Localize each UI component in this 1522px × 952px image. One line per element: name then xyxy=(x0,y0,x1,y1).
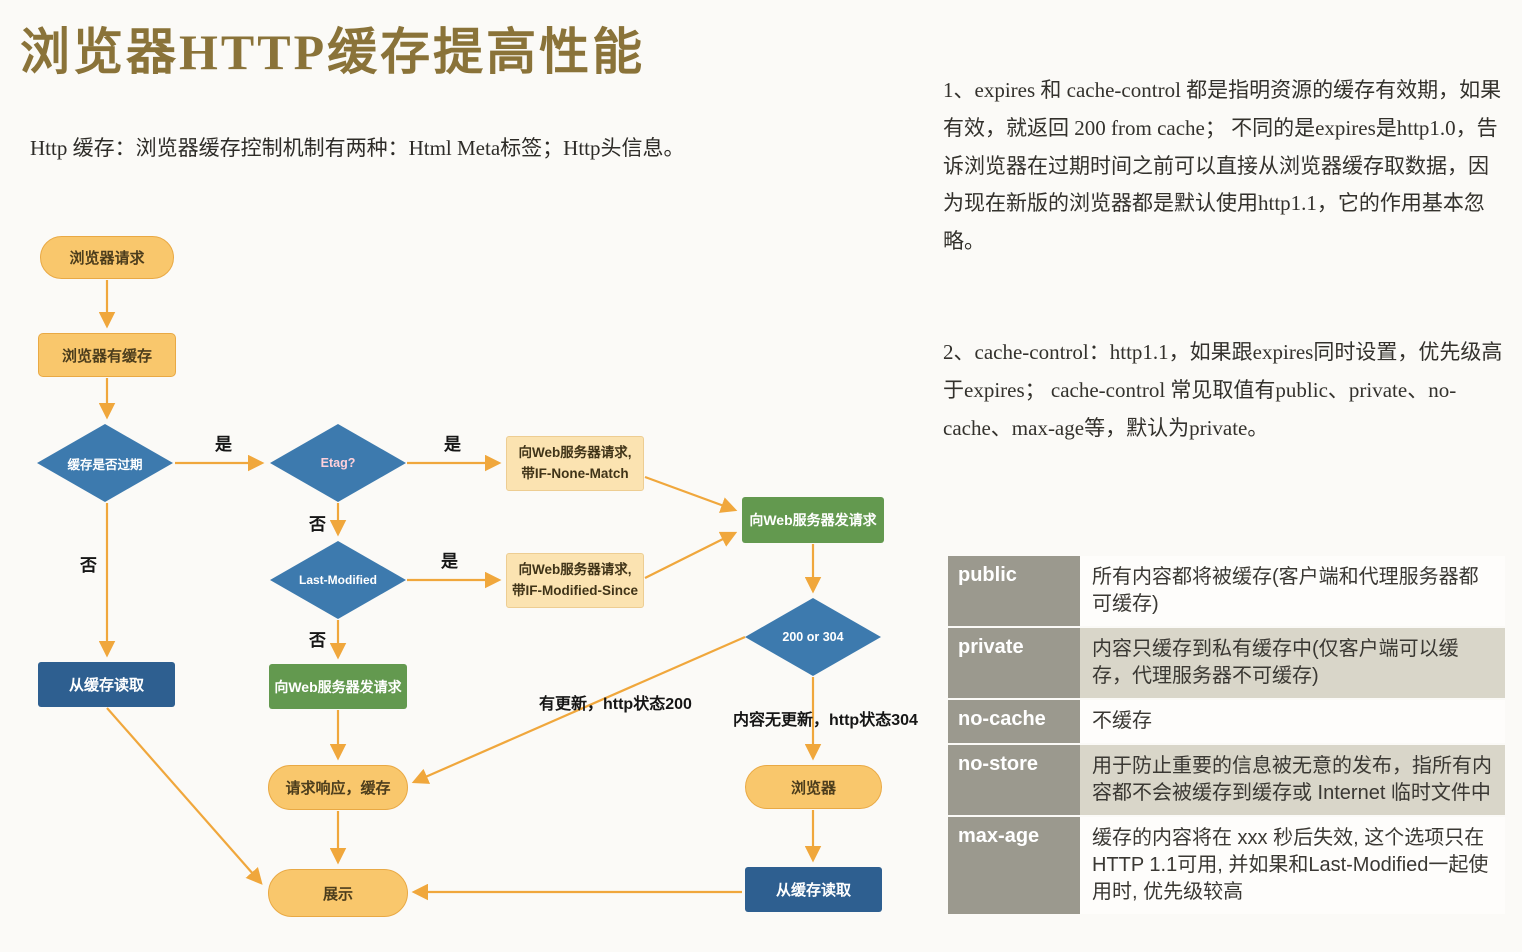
node-request-if-none-match: 向Web服务器请求, 带IF-None-Match xyxy=(506,436,644,491)
request-if-none-match-line1: 向Web服务器请求, xyxy=(518,445,632,461)
page-subtitle: Http 缓存：浏览器缓存控制机制有两种：Html Meta标签；Http头信息… xyxy=(30,136,685,160)
table-key-cell: no-store xyxy=(948,745,1080,817)
node-send-request-right: 向Web服务器发请求 xyxy=(742,497,884,543)
table-value-cell: 内容只缓存到私有缓存中(仅客户端可以缓存，代理服务器不可缓存) xyxy=(1080,628,1505,700)
page-title: 浏览器HTTP缓存提高性能 xyxy=(20,24,646,80)
table-key-cell: no-cache xyxy=(948,700,1080,745)
node-etag-decision: Etag? xyxy=(270,424,406,502)
note-expires: 1、expires 和 cache-control 都是指明资源的缓存有效期，如… xyxy=(943,78,1502,254)
edge-label-no-last-modified: 否 xyxy=(309,631,326,650)
edge-label-yes-expired: 是 xyxy=(215,435,232,454)
table-key-cell: public xyxy=(948,556,1080,628)
node-last-modified-decision: Last-Modified xyxy=(270,541,406,619)
node-read-from-cache-left: 从缓存读取 xyxy=(38,662,175,707)
node-send-request-center: 向Web服务器发请求 xyxy=(269,664,407,709)
table-value-cell: 所有内容都将被缓存(客户端和代理服务器都可缓存) xyxy=(1080,556,1505,628)
edge-label-no-etag: 否 xyxy=(309,515,326,534)
table-key-cell: max-age xyxy=(948,817,1080,916)
table-value-cell: 用于防止重要的信息被无意的发布，指所有内容都不会被缓存到缓存或 Internet… xyxy=(1080,745,1505,817)
request-if-modified-since-line1: 向Web服务器请求, xyxy=(518,562,632,578)
table-value-cell: 缓存的内容将在 xxx 秒后失效, 这个选项只在 HTTP 1.1可用, 并如果… xyxy=(1080,817,1505,916)
request-if-modified-since-line2: 带IF-Modified-Since xyxy=(512,582,638,598)
note-cache-control: 2、cache-control：http1.1，如果跟expires同时设置，优… xyxy=(943,340,1503,440)
node-browser-request: 浏览器请求 xyxy=(40,236,174,279)
edge-label-yes-etag: 是 xyxy=(444,435,461,454)
request-if-none-match-line2: 带IF-None-Match xyxy=(521,465,629,481)
node-browser-has-cache: 浏览器有缓存 xyxy=(38,333,176,377)
node-browser: 浏览器 xyxy=(745,765,882,809)
table-row: max-age 缓存的内容将在 xxx 秒后失效, 这个选项只在 HTTP 1.… xyxy=(948,817,1505,916)
edge-label-updated-200: 有更新，http状态200 xyxy=(539,696,692,713)
table-row: private 内容只缓存到私有缓存中(仅客户端可以缓存，代理服务器不可缓存) xyxy=(948,628,1505,700)
node-request-if-modified-since: 向Web服务器请求, 带IF-Modified-Since xyxy=(506,553,644,608)
node-display: 展示 xyxy=(268,869,408,917)
table-row: no-cache 不缓存 xyxy=(948,700,1505,745)
edge-label-yes-last-modified: 是 xyxy=(441,552,458,571)
table-row: public 所有内容都将被缓存(客户端和代理服务器都可缓存) xyxy=(948,556,1505,628)
table-row: no-store 用于防止重要的信息被无意的发布，指所有内容都不会被缓存到缓存或… xyxy=(948,745,1505,817)
node-cache-expired-decision: 缓存是否过期 xyxy=(37,424,173,502)
arrow-ifmodifiedsince-to-sendrequest-right xyxy=(644,531,738,579)
arrow-readcache-left-to-display xyxy=(106,707,263,885)
cache-control-table: public 所有内容都将被缓存(客户端和代理服务器都可缓存) private … xyxy=(948,556,1505,916)
edge-label-no-expired: 否 xyxy=(80,556,97,575)
arrow-ifnonematch-to-sendrequest-right xyxy=(644,475,738,513)
table-value-cell: 不缓存 xyxy=(1080,700,1505,745)
edge-label-not-updated-304: 内容无更新，http状态304 xyxy=(733,712,918,729)
node-status-200-or-304: 200 or 304 xyxy=(745,598,881,676)
node-read-from-cache-right: 从缓存读取 xyxy=(745,867,882,912)
etag-label: Etag? xyxy=(320,456,356,470)
node-response-and-cache: 请求响应，缓存 xyxy=(268,765,408,810)
table-key-cell: private xyxy=(948,628,1080,700)
